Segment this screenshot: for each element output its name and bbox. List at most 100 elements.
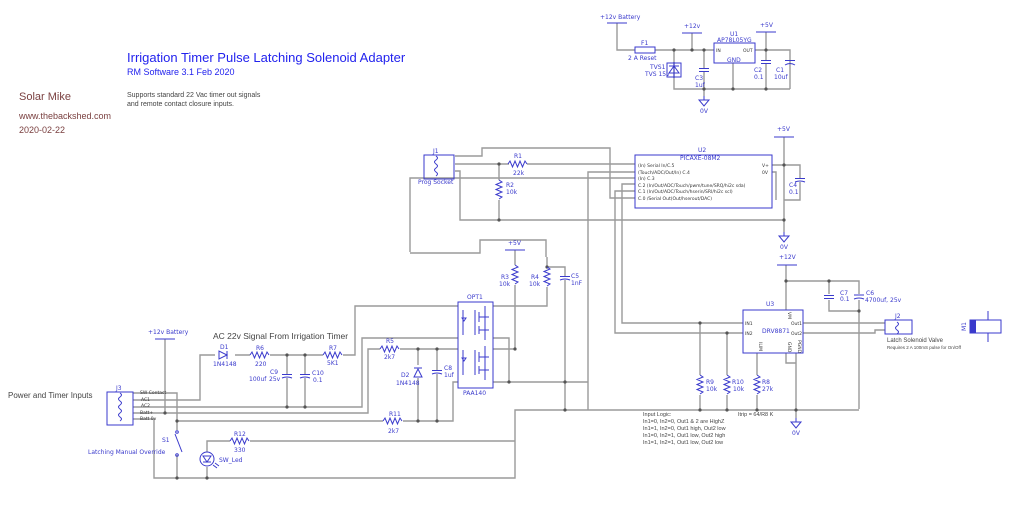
description-line1: Supports standard 22 Vac timer out signa… — [127, 92, 261, 99]
svg-text:ILIM: ILIM — [757, 342, 763, 351]
svg-text:R6: R6 — [256, 345, 264, 352]
label-0v: 0V — [700, 108, 709, 115]
svg-text:10k: 10k — [499, 281, 511, 288]
svg-text:C2: C2 — [754, 67, 762, 74]
label-batt12-top: +12v Battery — [600, 14, 641, 21]
svg-text:(In) Serial In/C.5: (In) Serial In/C.5 — [638, 163, 675, 169]
svg-text:1uf: 1uf — [444, 372, 455, 379]
svg-text:GND: GND — [727, 57, 741, 64]
description-line2: and remote contact closure inputs. — [127, 101, 234, 108]
svg-text:R3: R3 — [501, 274, 509, 281]
svg-text:IN1: IN1 — [745, 321, 753, 327]
svg-text:Batt+: Batt+ — [140, 410, 153, 416]
svg-text:(Touch/ADC/Out/In) C.4: (Touch/ADC/Out/In) C.4 — [638, 170, 690, 176]
label-12v: +12V — [779, 254, 797, 261]
svg-text:C.1 (In/Out/ADC/Touch/hserin/S: C.1 (In/Out/ADC/Touch/hserin/SRI/hi2c sc… — [638, 189, 733, 195]
capacitor-c1: C1 10uf — [774, 60, 796, 81]
svg-text:R1: R1 — [514, 153, 522, 160]
svg-text:D2: D2 — [401, 372, 410, 379]
svg-text:1nF: 1nF — [571, 280, 583, 287]
svg-text:0.1: 0.1 — [840, 296, 850, 303]
power-rails — [155, 22, 802, 429]
svg-text:R2: R2 — [506, 182, 514, 189]
capacitor-c2: C2 0.1 — [754, 60, 772, 81]
note-itrip: Itrip = 64/R8 K — [738, 412, 774, 418]
svg-text:10k: 10k — [733, 386, 745, 393]
svg-text:F1: F1 — [641, 40, 648, 47]
diode-d1: D1 1N4148 — [213, 344, 237, 368]
led-sw: SW_Led — [199, 451, 243, 469]
svg-text:Out2: Out2 — [791, 331, 802, 337]
svg-text:SW_Led: SW_Led — [219, 457, 243, 464]
svg-text:R12: R12 — [234, 431, 246, 438]
svg-text:10uf: 10uf — [774, 74, 788, 81]
resistor-r3: R3 10k — [499, 264, 519, 288]
svg-text:1N4148: 1N4148 — [396, 380, 420, 387]
svg-text:C7: C7 — [840, 290, 848, 297]
wires — [133, 23, 885, 479]
resistor-r2: R2 10k — [495, 179, 518, 200]
svg-text:5K1: 5K1 — [327, 360, 339, 367]
svg-text:C.2 (In/Out/ADC/Touch/pwm/tune: C.2 (In/Out/ADC/Touch/pwm/tune/SRQ/hi2c … — [638, 183, 746, 189]
svg-text:J1: J1 — [432, 148, 439, 155]
svg-text:OPT1: OPT1 — [467, 294, 483, 301]
svg-text:OUT: OUT — [743, 48, 753, 54]
svg-text:C8: C8 — [444, 365, 452, 372]
svg-text:TVS 15v: TVS 15v — [644, 71, 670, 78]
svg-text:0.1: 0.1 — [754, 74, 764, 81]
capacitor-c7: C7 0.1 — [823, 290, 850, 303]
svg-text:SW Contact: SW Contact — [140, 390, 166, 396]
capacitor-c6: C6 4700uf, 25v — [853, 290, 902, 304]
diode-d2: D2 1N4148 — [396, 367, 423, 387]
svg-text:R10: R10 — [732, 379, 744, 386]
svg-text:25v: 25v — [269, 376, 281, 383]
label-5v: +5V — [777, 126, 791, 133]
svg-text:R4: R4 — [531, 274, 539, 281]
connector-j2[interactable]: J2 — [884, 313, 913, 335]
switch-s1[interactable]: S1 — [162, 430, 183, 457]
svg-text:2k7: 2k7 — [384, 354, 395, 361]
svg-text:Out1: Out1 — [791, 321, 802, 327]
svg-text:C6: C6 — [866, 290, 874, 297]
svg-text:C10: C10 — [312, 370, 324, 377]
svg-text:4700uf, 25v: 4700uf, 25v — [865, 297, 902, 304]
svg-text:AC1: AC1 — [141, 397, 150, 403]
svg-text:100uf: 100uf — [249, 376, 267, 383]
author-site: www.thebackshed.com — [18, 111, 111, 121]
label-5v: +5V — [760, 22, 774, 29]
svg-text:C9: C9 — [270, 369, 278, 376]
svg-text:Batt 0v: Batt 0v — [140, 416, 157, 422]
svg-text:10k: 10k — [529, 281, 541, 288]
capacitor-c10: C10 0.1 — [299, 370, 324, 384]
capacitor-c4: C4 0.1 — [789, 178, 806, 196]
capacitor-c8: C8 1uf — [431, 365, 455, 379]
svg-text:VM: VM — [786, 312, 792, 319]
junctions — [163, 48, 861, 480]
svg-text:R7: R7 — [329, 345, 337, 352]
svg-text:U3: U3 — [766, 301, 774, 308]
connector-j1: J1 Prog Socket — [418, 148, 455, 186]
svg-text:GND: GND — [786, 342, 792, 353]
svg-text:R11: R11 — [389, 411, 401, 418]
note-latch-requirement: Requires 2 A 100mS pulse for On/Off — [887, 345, 962, 350]
svg-text:C3: C3 — [695, 75, 703, 82]
svg-text:In1=0, In2=0, Out1 & 2 are Hig: In1=0, In2=0, Out1 & 2 are HighZ — [643, 419, 725, 425]
resistor-r12: R12 330 — [229, 431, 250, 454]
ground-icon — [698, 95, 710, 107]
svg-text:D1: D1 — [220, 344, 229, 351]
svg-text:0V: 0V — [762, 170, 769, 176]
resistor-r9: R9 10k — [696, 374, 718, 395]
svg-text:AP78L05YG: AP78L05YG — [717, 37, 752, 44]
svg-text:1uf: 1uf — [695, 82, 706, 89]
resistor-r10: R10 10k — [723, 374, 745, 395]
regulator-u1: U1 AP78L05YG IN OUT GND — [713, 31, 756, 64]
svg-text:0.1: 0.1 — [313, 377, 323, 384]
svg-text:PAA140: PAA140 — [463, 390, 486, 397]
svg-text:(In) C.3: (In) C.3 — [638, 176, 655, 182]
svg-text:Prog Socket: Prog Socket — [418, 179, 454, 186]
page-subtitle: RM Software 3.1 Feb 2020 — [127, 67, 235, 77]
author-date: 2020-02-22 — [19, 125, 65, 135]
note-latch-valve: Latch Solenoid Valve — [887, 338, 944, 344]
svg-text:C5: C5 — [571, 273, 579, 280]
